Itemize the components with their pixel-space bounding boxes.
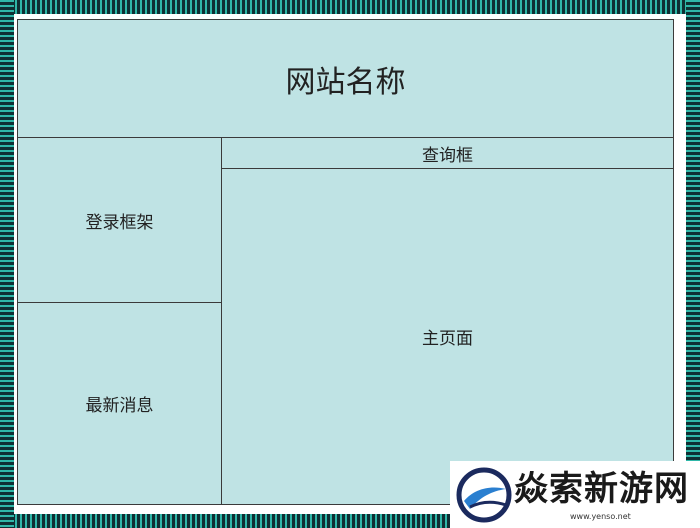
dashed-frame-right	[686, 0, 700, 528]
dashed-frame-top	[0, 0, 700, 14]
latest-news-box: 最新消息	[17, 302, 222, 505]
search-box: 查询框	[221, 137, 674, 169]
login-frame-box: 登录框架	[17, 137, 222, 303]
watermark-logo: 焱索新游网 www.yenso.net	[450, 461, 700, 528]
layout-diagram: 网站名称 登录框架 最新消息 查询框 主页面	[17, 19, 674, 505]
site-name-label: 网站名称	[285, 64, 406, 100]
watermark-url: www.yenso.net	[570, 512, 631, 521]
dashed-frame-left	[0, 0, 14, 528]
latest-news-label: 最新消息	[85, 396, 154, 416]
search-box-label: 查询框	[422, 145, 473, 166]
login-frame-label: 登录框架	[85, 212, 154, 233]
swoosh-logo-icon	[456, 467, 512, 523]
main-page-box: 主页面	[221, 168, 674, 505]
site-name-box: 网站名称	[17, 19, 674, 138]
watermark-brand: 焱索新游网	[514, 469, 689, 509]
main-page-label: 主页面	[422, 329, 473, 349]
